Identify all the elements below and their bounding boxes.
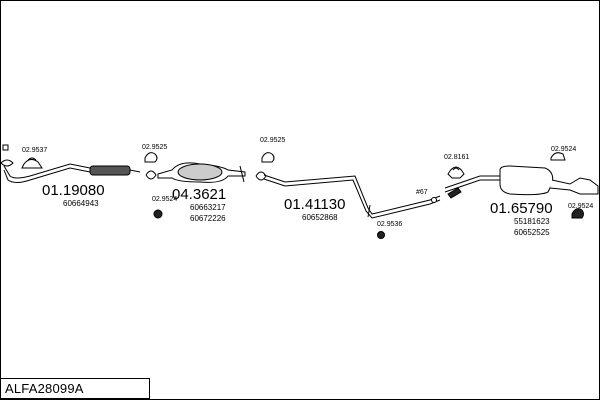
center-pipe (263, 174, 441, 219)
hanger-02-9524-c (571, 208, 584, 219)
hanger-02-9537 (21, 157, 43, 169)
oem-60664943: 60664943 (63, 199, 99, 208)
oem-60663217: 60663217 (190, 203, 226, 212)
accessory-02-8161: 02.8161 (444, 154, 470, 161)
rear-muffler (444, 165, 599, 196)
part-number-01-41130: 01.41130 (284, 196, 346, 213)
accessory-02-9524-a: 02.9524 (152, 196, 178, 203)
accessory-02-9524-c: 02.9524 (568, 203, 594, 210)
front-flange (0, 159, 14, 167)
part-number-01-65790: 01.65790 (490, 200, 553, 217)
hanger-02-8161 (447, 166, 465, 179)
oem-60652525: 60652525 (514, 228, 550, 237)
oem-60652868: 60652868 (302, 213, 338, 222)
hanger-02-9524-b (550, 152, 566, 161)
hanger-02-9525-a (144, 152, 158, 163)
bolt-02-9536 (377, 231, 385, 239)
accessory-02-9524-b: 02.9524 (551, 146, 577, 153)
accessory-02-9525-b: 02.9525 (260, 137, 286, 144)
accessory-02-9536: 02.9536 (377, 221, 403, 228)
part-number-04-3621: 04.3621 (172, 186, 227, 203)
accessory-02-9525-a: 02.9525 (142, 144, 168, 151)
oem-60672226: 60672226 (190, 214, 226, 223)
gasket-67 (431, 197, 437, 203)
front-stud (2, 144, 9, 151)
cat-inlet-flange (145, 170, 157, 180)
catalyst (157, 162, 246, 183)
title-box: ALFA28099A (0, 378, 150, 399)
front-pipe (3, 163, 141, 183)
hanger-02-9525-b (261, 152, 275, 163)
bolt-02-9524-a (153, 209, 163, 219)
accessory-02-9537: 02.9537 (22, 147, 48, 154)
accessory-67: #67 (416, 189, 428, 196)
muffler-inlet-clamp (447, 187, 462, 199)
oem-55181623: 55181623 (514, 217, 550, 226)
diagram-title: ALFA28099A (5, 381, 84, 396)
center-inlet-flange (255, 171, 267, 181)
part-number-01-19080: 01.19080 (42, 182, 105, 199)
